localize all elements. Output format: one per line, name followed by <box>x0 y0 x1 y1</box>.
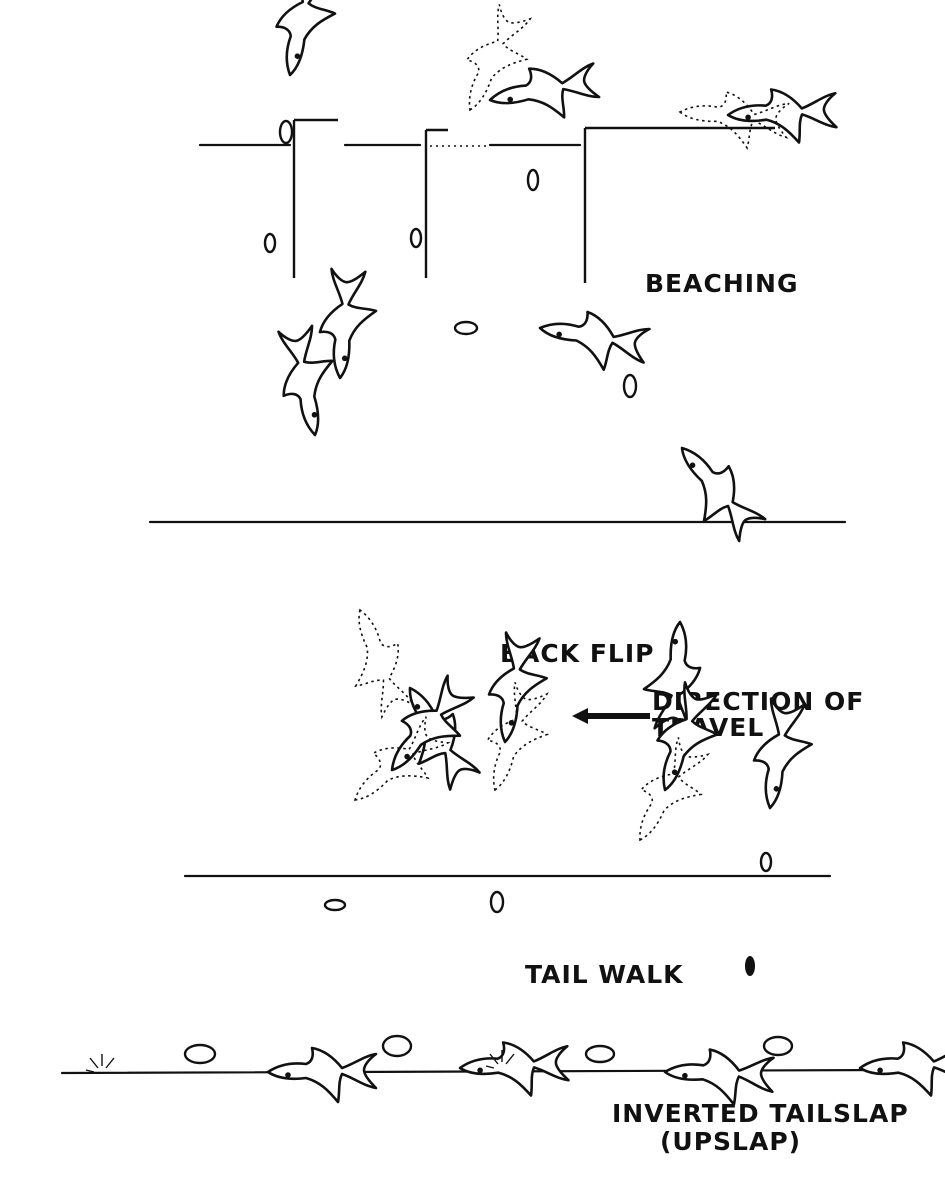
tailslap-splash-2 <box>485 1050 515 1069</box>
back-flip-dolphin-5-ghost <box>331 600 421 723</box>
tailslap-dolphin-2 <box>457 1038 571 1100</box>
tail-walk-section: TAIL WALK <box>183 630 832 989</box>
tail-walk-flipper-4 <box>759 851 773 873</box>
tailslap-dolphin-4 <box>857 1038 945 1100</box>
label-beaching: BEACHING <box>645 269 799 298</box>
beaching-dolphin-1 <box>265 0 345 84</box>
beaching-fluke-1 <box>263 232 277 254</box>
tailslap-dorsal-3 <box>584 1044 616 1064</box>
back-flip-dolphin-3 <box>657 431 772 552</box>
tailslap-dolphin-3 <box>662 1046 776 1108</box>
beaching-flipper-1 <box>278 119 294 145</box>
label-tail-walk: TAIL WALK <box>525 960 684 989</box>
back-flip-dolphin-2 <box>533 303 652 378</box>
direction-arrow <box>572 708 650 724</box>
tail-walk-dolphin-1 <box>372 670 486 791</box>
inverted-tailslap-section: INVERTED TAILSLAP (UPSLAP) <box>60 1034 945 1156</box>
tailslap-splash-1 <box>85 1054 115 1073</box>
tailslap-dorsal-4 <box>762 1035 794 1057</box>
beaching-ledge-2 <box>424 128 448 278</box>
beaching-section: BEACHING <box>198 0 839 298</box>
beaching-dolphin-3 <box>725 85 839 147</box>
beaching-fluke-2 <box>409 227 423 249</box>
tailslap-dolphin-1 <box>266 1046 378 1104</box>
tail-walk-fluke-2 <box>489 890 505 914</box>
tail-walk-fluke-1 <box>323 898 347 912</box>
beaching-dolphin-2-ghost <box>447 1 544 124</box>
tail-walk-fluke-4 <box>745 956 755 976</box>
label-tailslap-line1: INVERTED TAILSLAP <box>612 1099 909 1128</box>
back-flip-dorsal-2 <box>453 320 479 336</box>
beaching-ledge-3 <box>583 126 775 283</box>
tailslap-dorsal-2 <box>381 1034 413 1058</box>
tailslap-dorsal-1 <box>183 1043 217 1065</box>
beaching-fluke-3 <box>526 168 540 192</box>
back-flip-dorsal-3 <box>622 373 638 399</box>
label-tailslap-line2: (UPSLAP) <box>660 1127 801 1156</box>
beaching-ledge-1 <box>292 118 338 278</box>
